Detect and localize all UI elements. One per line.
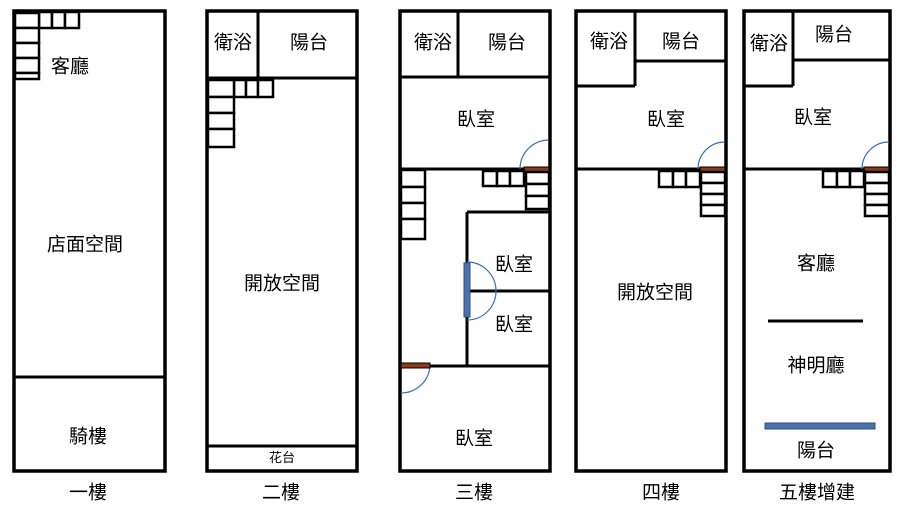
- floor-4-bedroom-label: 臥室: [647, 108, 685, 130]
- floor-3-outline: [398, 9, 552, 473]
- floor-4-doors: [697, 141, 726, 173]
- floor-2-plan: 衛浴 陽台 開放空間 花台 二樓: [205, 9, 359, 503]
- floor-1-plan: 客廳 店面空間 騎樓 一樓: [12, 9, 167, 503]
- floor-2-outline: [205, 9, 359, 473]
- floor-1-outline: [12, 9, 167, 473]
- floor-1-caption: 一樓: [69, 481, 107, 503]
- floor-4-staircase: [657, 169, 727, 218]
- floor-1-living-room-label: 客廳: [51, 55, 89, 77]
- floor-3-caption: 三樓: [455, 481, 493, 503]
- floor-5-balcony-top-label: 陽台: [815, 23, 853, 45]
- floor-3-bedroom-mid-upper-label: 臥室: [495, 253, 533, 275]
- floor-2-flower-bed-label: 花台: [269, 450, 295, 465]
- floor-5-plan: 衛浴 陽台 臥室 客廳 神明廳 陽台 五樓增建: [742, 9, 892, 503]
- floor-5-caption: 五樓增建: [779, 481, 855, 503]
- floor-3-bedroom-top-label: 臥室: [457, 108, 495, 130]
- floor-2-caption: 二樓: [262, 481, 300, 503]
- floor-1-staircase: [13, 10, 81, 81]
- floor-4-bathroom-label: 衛浴: [590, 30, 628, 52]
- floor-3-bathroom-label: 衛浴: [414, 31, 452, 53]
- floor-4-outline: [574, 9, 728, 473]
- floor-2-staircase: [206, 78, 275, 149]
- floor-3-bedroom-bottom-label: 臥室: [455, 427, 493, 449]
- floor-1-arcade-label: 騎樓: [69, 425, 107, 447]
- floor-4-balcony-label: 陽台: [662, 30, 700, 52]
- floor-4-open-space-label: 開放空間: [617, 281, 693, 303]
- floor-3-bedroom-mid-lower-label: 臥室: [495, 313, 533, 335]
- floor-1-shop-space-label: 店面空間: [47, 233, 123, 255]
- floor-5-outline: [742, 9, 892, 473]
- floor-5-living-room-label: 客廳: [797, 252, 835, 274]
- floor-5-bathroom-label: 衛浴: [750, 32, 788, 54]
- floor-5-balcony-bottom-label: 陽台: [797, 439, 835, 461]
- floor-2-open-space-label: 開放空間: [244, 272, 320, 294]
- floor-3-doors: [400, 139, 550, 394]
- floor-2-bathroom-label: 衛浴: [214, 31, 252, 53]
- floor-5-doors: [764, 141, 890, 430]
- floor-3-plan: 衛浴 陽台 臥室 臥室 臥室 臥室 三樓: [398, 9, 552, 503]
- floor-5-staircase: [821, 169, 891, 218]
- floor-5-shrine-hall-label: 神明廳: [787, 354, 844, 376]
- floor-4-caption: 四樓: [642, 481, 680, 503]
- floor-3-balcony-label: 陽台: [488, 31, 526, 53]
- floor-5-bedroom-label: 臥室: [794, 106, 832, 128]
- floor-2-balcony-label: 陽台: [290, 31, 328, 53]
- floor-4-plan: 衛浴 陽台 臥室 開放空間 四樓: [574, 9, 728, 503]
- floor-3-staircase: [399, 168, 551, 241]
